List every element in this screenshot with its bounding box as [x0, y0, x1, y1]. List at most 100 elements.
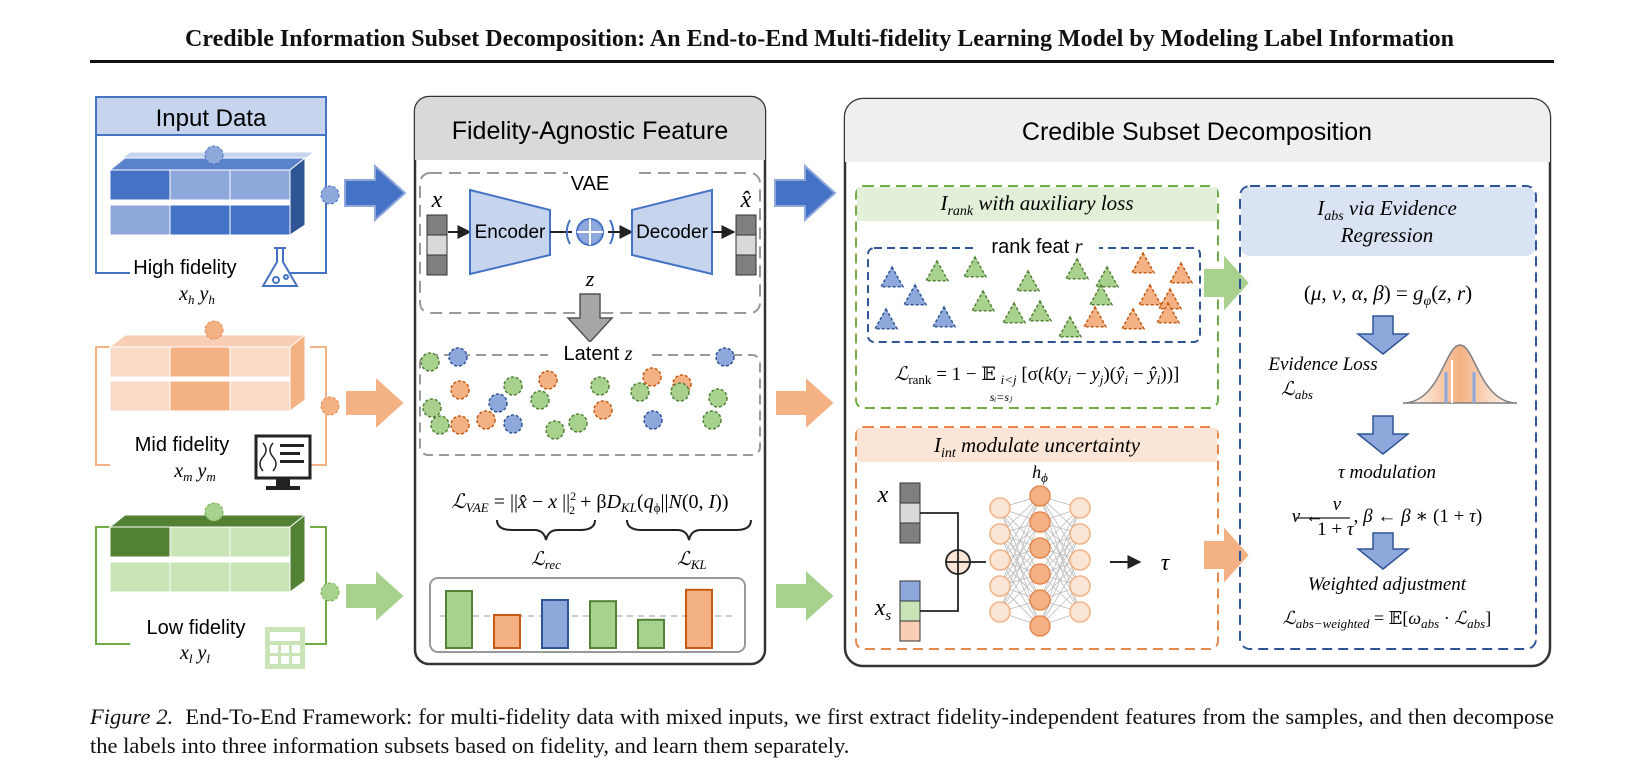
caption-label: Figure 2. — [90, 704, 174, 729]
latent-point-orange — [593, 400, 613, 420]
int-box-header — [857, 428, 1217, 462]
int-x-vector — [899, 482, 921, 544]
rec-brace — [496, 519, 596, 541]
tau-modulation-label: τ modulation — [1338, 462, 1436, 483]
rank-triangle-orange — [1168, 261, 1194, 284]
vae-label: VAE — [571, 173, 610, 195]
encoder-label: Encoder — [475, 222, 546, 243]
latent-point-blue — [715, 347, 735, 367]
low-fidelity-label: Low fidelity — [147, 617, 246, 639]
arrow-low-to-feature — [344, 566, 407, 626]
nn-node — [1069, 601, 1091, 623]
rank-triangle-green — [1088, 283, 1114, 306]
weighted-loss-formula: ℒabs−weighted = 𝔼[ωabs · ℒabs] — [1283, 608, 1491, 631]
latent-point-green — [545, 420, 565, 440]
abs-box-title-line2: Regression — [1340, 223, 1434, 247]
latent-point-green — [590, 376, 610, 396]
loss-bar-green — [589, 600, 617, 650]
nn-node — [1069, 497, 1091, 519]
loss-bar-green — [445, 590, 473, 649]
weighted-adjustment-label: Weighted adjustment — [1308, 574, 1467, 595]
high-fidelity-bracket — [95, 135, 327, 274]
framework-diagram: Input Data High fidelity xh yh — [95, 95, 1552, 669]
flask-icon — [261, 247, 299, 287]
decoder-shape — [631, 188, 713, 276]
feature-panel-header — [415, 97, 765, 160]
arrow-mid-to-feature — [344, 373, 407, 433]
nn-node — [1029, 537, 1051, 559]
latent-points — [420, 347, 735, 440]
latent-point-green — [568, 413, 588, 433]
rank-triangle-blue — [902, 283, 928, 306]
latent-point-blue — [448, 347, 468, 367]
rank-triangle-green — [1057, 315, 1083, 338]
input-data-header — [95, 96, 327, 136]
rank-triangle-green — [970, 289, 996, 312]
input-vector — [426, 214, 448, 276]
down-arrow-tau — [1355, 415, 1411, 455]
input-arrows — [344, 163, 837, 626]
sampling-node — [565, 218, 615, 246]
int-box-title: Iint modulate uncertainty — [933, 433, 1141, 461]
rank-triangle-green — [962, 255, 988, 278]
output-vector — [735, 214, 757, 276]
abs-box-header — [1241, 187, 1535, 256]
input-x-label: x — [431, 187, 443, 213]
latent-point-blue — [488, 393, 508, 413]
evidence-loss-label: Evidence Loss — [1267, 354, 1377, 375]
nn-node — [989, 601, 1011, 623]
rank-loss-formula: ℒrank = 1 − 𝔼 i<j [σ(k(yi − yj)(ŷi − ŷi)… — [895, 364, 1180, 387]
latent-point-green — [630, 382, 650, 402]
latent-point-orange — [450, 415, 470, 435]
nn-node — [1029, 511, 1051, 533]
output-xhat-label: x̂ — [740, 187, 752, 213]
decoder-label: Decoder — [636, 222, 708, 243]
rank-triangle-green — [1064, 257, 1090, 280]
encoder-shape — [469, 188, 551, 276]
latent-point-green — [422, 398, 442, 418]
feature-panel: Fidelity-Agnostic Feature VAE x Encoder … — [413, 95, 767, 666]
abs-box-title-line1: Iabs via Evidence — [1316, 196, 1457, 224]
nn-node — [1069, 549, 1091, 571]
low-fidelity-vars: xl yl — [179, 642, 210, 666]
tau-output: τ — [1161, 550, 1171, 576]
nn-node — [1069, 523, 1091, 545]
down-arrow-latent — [566, 293, 614, 344]
nn-node — [1029, 485, 1051, 507]
feature-panel-title: Fidelity-Agnostic Feature — [452, 117, 729, 145]
latent-point-green — [420, 352, 440, 372]
rank-triangles — [873, 251, 1194, 338]
abs-box — [1239, 185, 1537, 650]
down-arrow-weighted — [1355, 532, 1411, 570]
arrow-int-to-abs — [1202, 522, 1252, 588]
latent-point-blue — [503, 414, 523, 434]
input-data-panel: Input Data High fidelity xh yh — [95, 96, 340, 669]
figure-title: Credible Information Subset Decompositio… — [185, 26, 1454, 52]
latent-point-orange — [642, 367, 662, 387]
rank-triangle-blue — [879, 265, 905, 288]
decomposition-panel: Credible Subset Decomposition Irank with… — [843, 97, 1552, 668]
latent-point-orange — [450, 380, 470, 400]
latent-point-orange — [476, 410, 496, 430]
high-fidelity-vars: xh yh — [178, 283, 215, 307]
mid-fidelity-vars: xm ym — [173, 460, 216, 484]
high-fidelity-label: High fidelity — [133, 257, 236, 279]
arrow-loss-to-decomp — [774, 566, 837, 626]
figure-caption: Figure 2. End-To-End Framework: for mult… — [90, 702, 1554, 760]
mid-fidelity-label: Mid fidelity — [135, 434, 229, 456]
latent-point-green — [430, 415, 450, 435]
arrow-feature-to-rank — [774, 163, 837, 223]
latent-point-green — [670, 382, 690, 402]
rank-triangle-orange — [1082, 305, 1108, 328]
rank-feat-label: rank feat r — [991, 236, 1082, 258]
calculator-icon — [265, 627, 305, 669]
int-xs-vector — [899, 580, 921, 642]
evidence-params-formula: (μ, ν, α, β) = gφ(z, r) — [1304, 281, 1472, 309]
high-fidelity-blocks — [108, 145, 340, 236]
nn-node — [989, 575, 1011, 597]
title-rule — [90, 60, 1554, 63]
nn-node — [1029, 615, 1051, 637]
loss-bar-green — [637, 618, 665, 649]
